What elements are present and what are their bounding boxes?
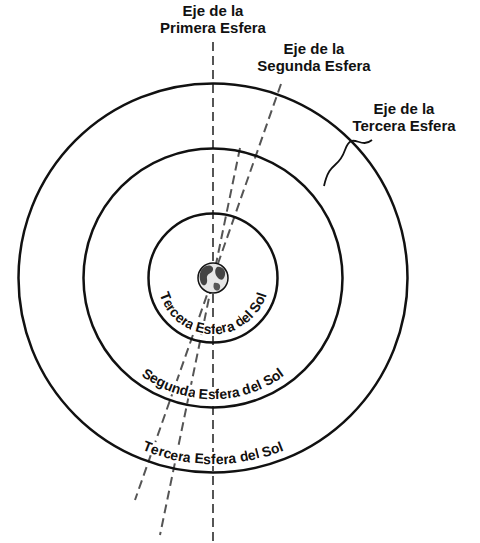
sphere-name: Tercera Esfera del Sol	[17, 82, 409, 474]
sphere-ring	[149, 214, 278, 343]
sphere-circle: Segunda Esfera del SolTercera Esfera del…	[82, 147, 344, 409]
sphere-outline	[17, 82, 409, 474]
sphere-outline	[82, 147, 344, 409]
leader-squiggle	[324, 140, 372, 186]
axis-label: Eje de la Primera Esfera	[157, 2, 269, 36]
sphere-ring	[19, 84, 408, 473]
axis-label: Eje de la Segunda Esfera	[254, 40, 374, 74]
second-axis	[135, 84, 281, 500]
axis-label: Eje de la Tercera Esfera	[349, 100, 459, 134]
sphere-circle: Tercera Esfera del Sol	[147, 212, 279, 344]
sphere-name: Segunda Esfera del Sol	[82, 147, 344, 409]
earth-globe	[198, 263, 228, 293]
sphere-circle: Tercera Esfera del SolSegunda Esfera del…	[17, 82, 409, 474]
sphere-ring	[84, 149, 343, 408]
sphere-name: Tercera Esfera del Sol	[147, 212, 279, 344]
